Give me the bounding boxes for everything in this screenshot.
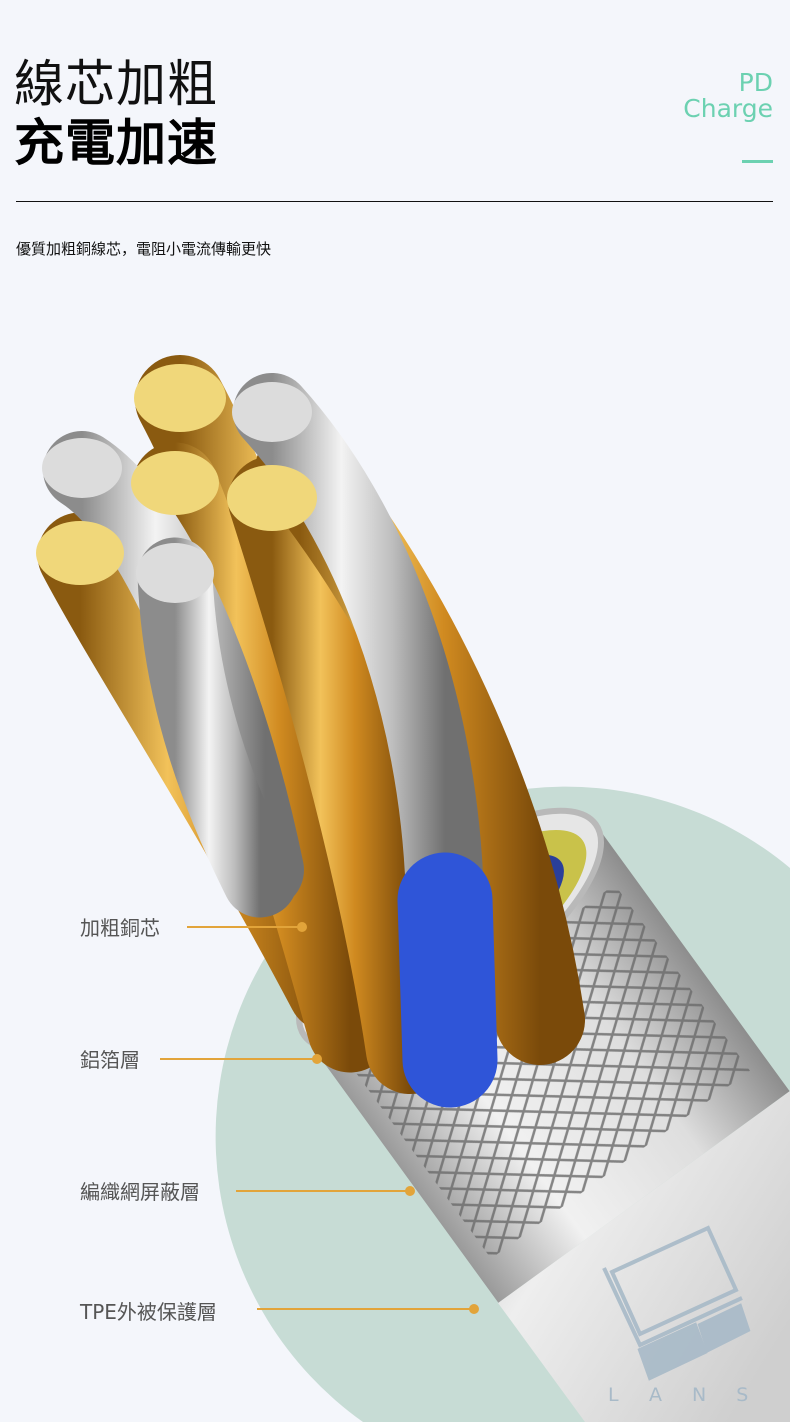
wire-ends [36, 364, 317, 603]
badge-line-1: PD [738, 68, 773, 97]
callout-aluminum-foil: 鋁箔層 [80, 1048, 140, 1072]
title-line-2: 充電加速 [14, 114, 218, 172]
callout-copper-core: 加粗銅芯 [80, 916, 160, 940]
callout-tpe-jacket: TPE外被保護層 [80, 1300, 217, 1324]
divider [16, 201, 773, 202]
brand-wordmark: LANS [608, 1384, 779, 1406]
title-line-1: 線芯加粗 [14, 55, 218, 113]
lans-logo [602, 1225, 751, 1381]
pd-charge-badge: PD Charge [683, 70, 773, 122]
copper-wires [37, 355, 585, 1108]
callout-braided-shield: 編織網屏蔽層 [80, 1180, 200, 1204]
callout-lines [160, 922, 479, 1314]
accent-dash [742, 160, 773, 163]
subtitle: 優質加粗銅線芯，電阻小電流傳輸更快 [16, 240, 272, 258]
badge-line-2: Charge [683, 94, 773, 123]
